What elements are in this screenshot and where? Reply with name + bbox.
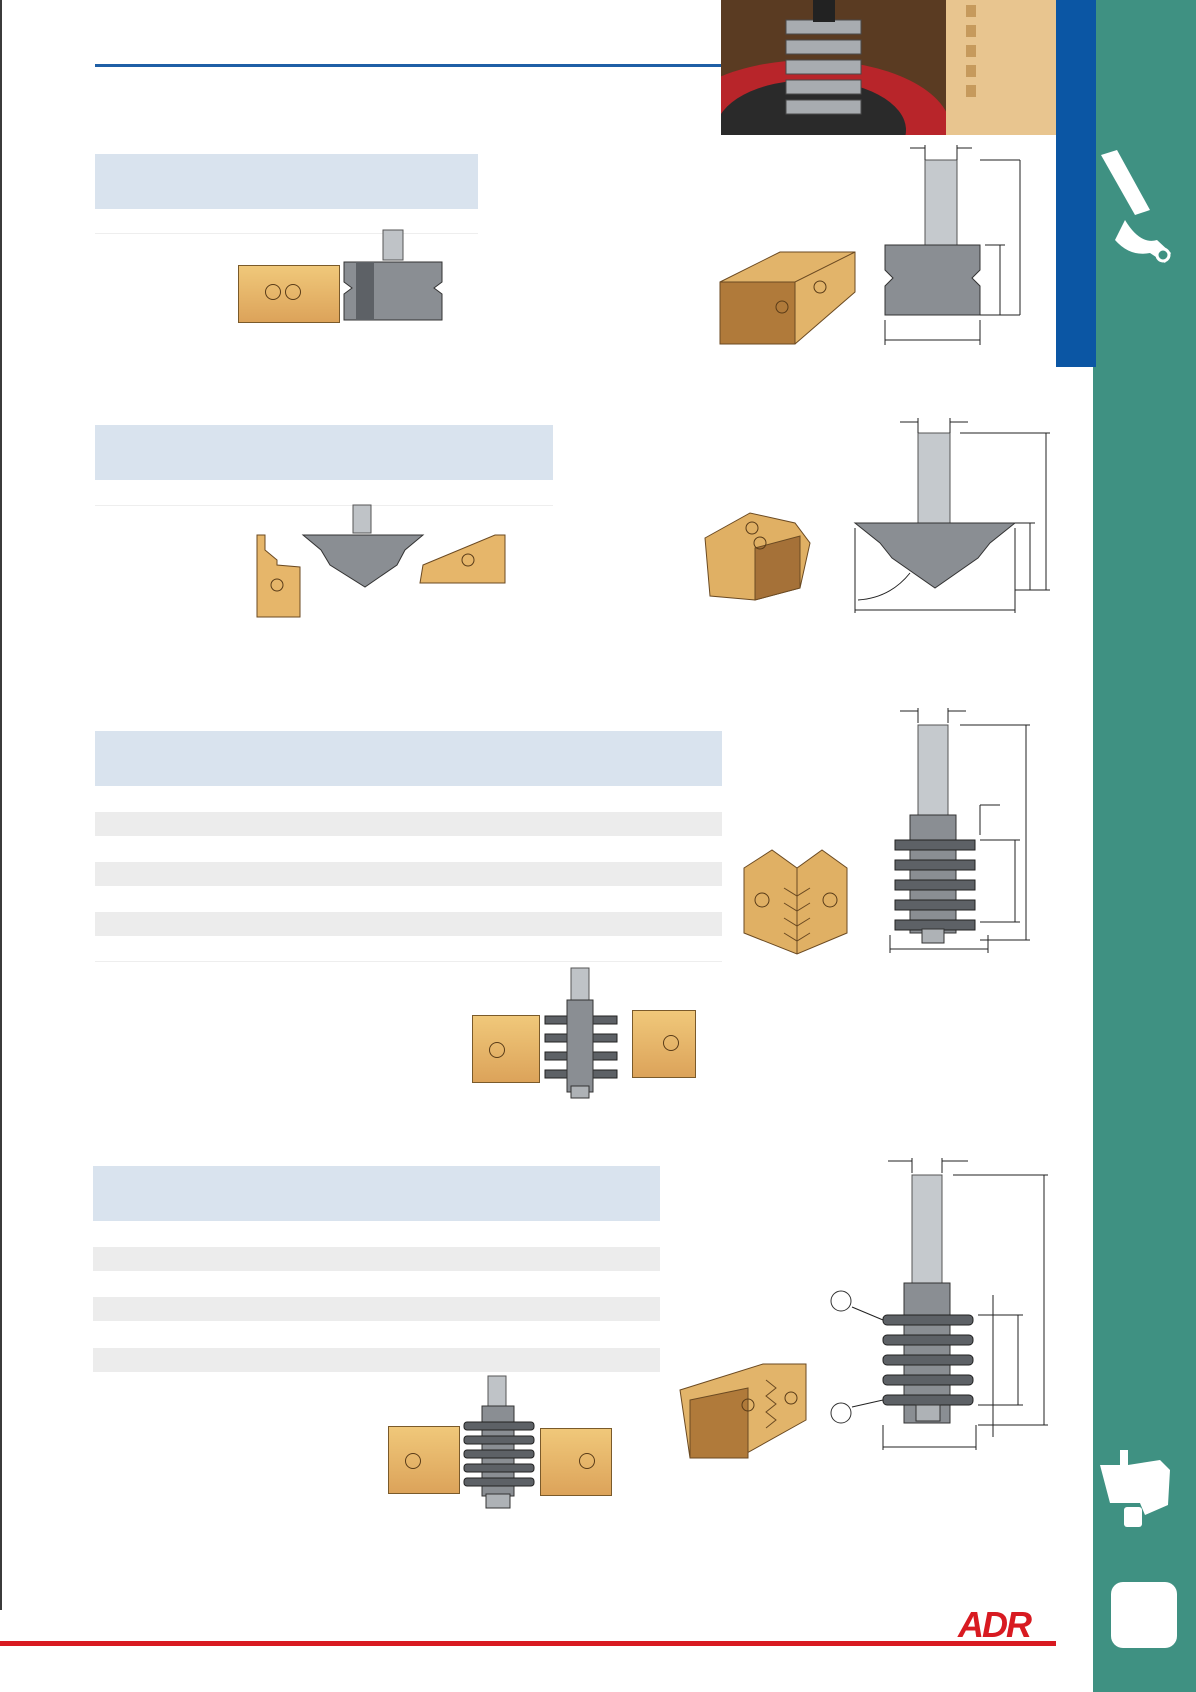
page-number-box	[1111, 1582, 1177, 1648]
header-photo	[721, 0, 1056, 135]
workpiece-left	[472, 1015, 540, 1083]
brand-logo: ADR	[958, 1604, 1032, 1645]
table-rule	[95, 961, 722, 962]
footer-rule	[0, 1641, 1056, 1646]
miter-3d-illustration	[704, 512, 811, 601]
bit-dimension-drawing-4	[830, 1158, 1048, 1450]
bit-dimension-drawing-1	[884, 145, 1021, 345]
table-header-2	[95, 425, 553, 480]
joint-3d-illustration	[719, 251, 856, 345]
table-rule	[95, 505, 553, 506]
header-rule	[95, 64, 722, 67]
workpiece-left	[388, 1426, 460, 1494]
table-row	[93, 1247, 660, 1271]
joint-bit-illustration	[343, 229, 443, 321]
finger-joint-3d-illustration	[743, 849, 848, 955]
table-header-1	[95, 154, 478, 209]
finger-joint-bit-illustration	[463, 1375, 535, 1509]
table-header-4	[93, 1166, 660, 1221]
workpiece-right	[540, 1428, 612, 1496]
bit-dimension-drawing-2	[853, 418, 1050, 613]
workpiece-left	[238, 265, 340, 323]
workpiece-right	[632, 1010, 696, 1078]
finger-joint-3d-illustration-2	[679, 1363, 807, 1459]
table-row	[93, 1348, 660, 1372]
router-bit-icon	[1100, 1450, 1170, 1527]
miter-bit-illustration	[256, 504, 506, 618]
table-header-3	[95, 731, 722, 786]
bit-dimension-drawing-3	[889, 708, 1030, 953]
side-band	[1093, 0, 1196, 1692]
table-row	[93, 1297, 660, 1321]
table-rule	[95, 233, 478, 234]
table-row	[95, 812, 722, 836]
table-row	[95, 862, 722, 886]
left-border	[0, 0, 2, 1610]
router-tool-icon	[1101, 150, 1171, 263]
finger-bit-illustration	[544, 967, 618, 1099]
section-tab	[1056, 0, 1096, 367]
table-row	[95, 912, 722, 936]
